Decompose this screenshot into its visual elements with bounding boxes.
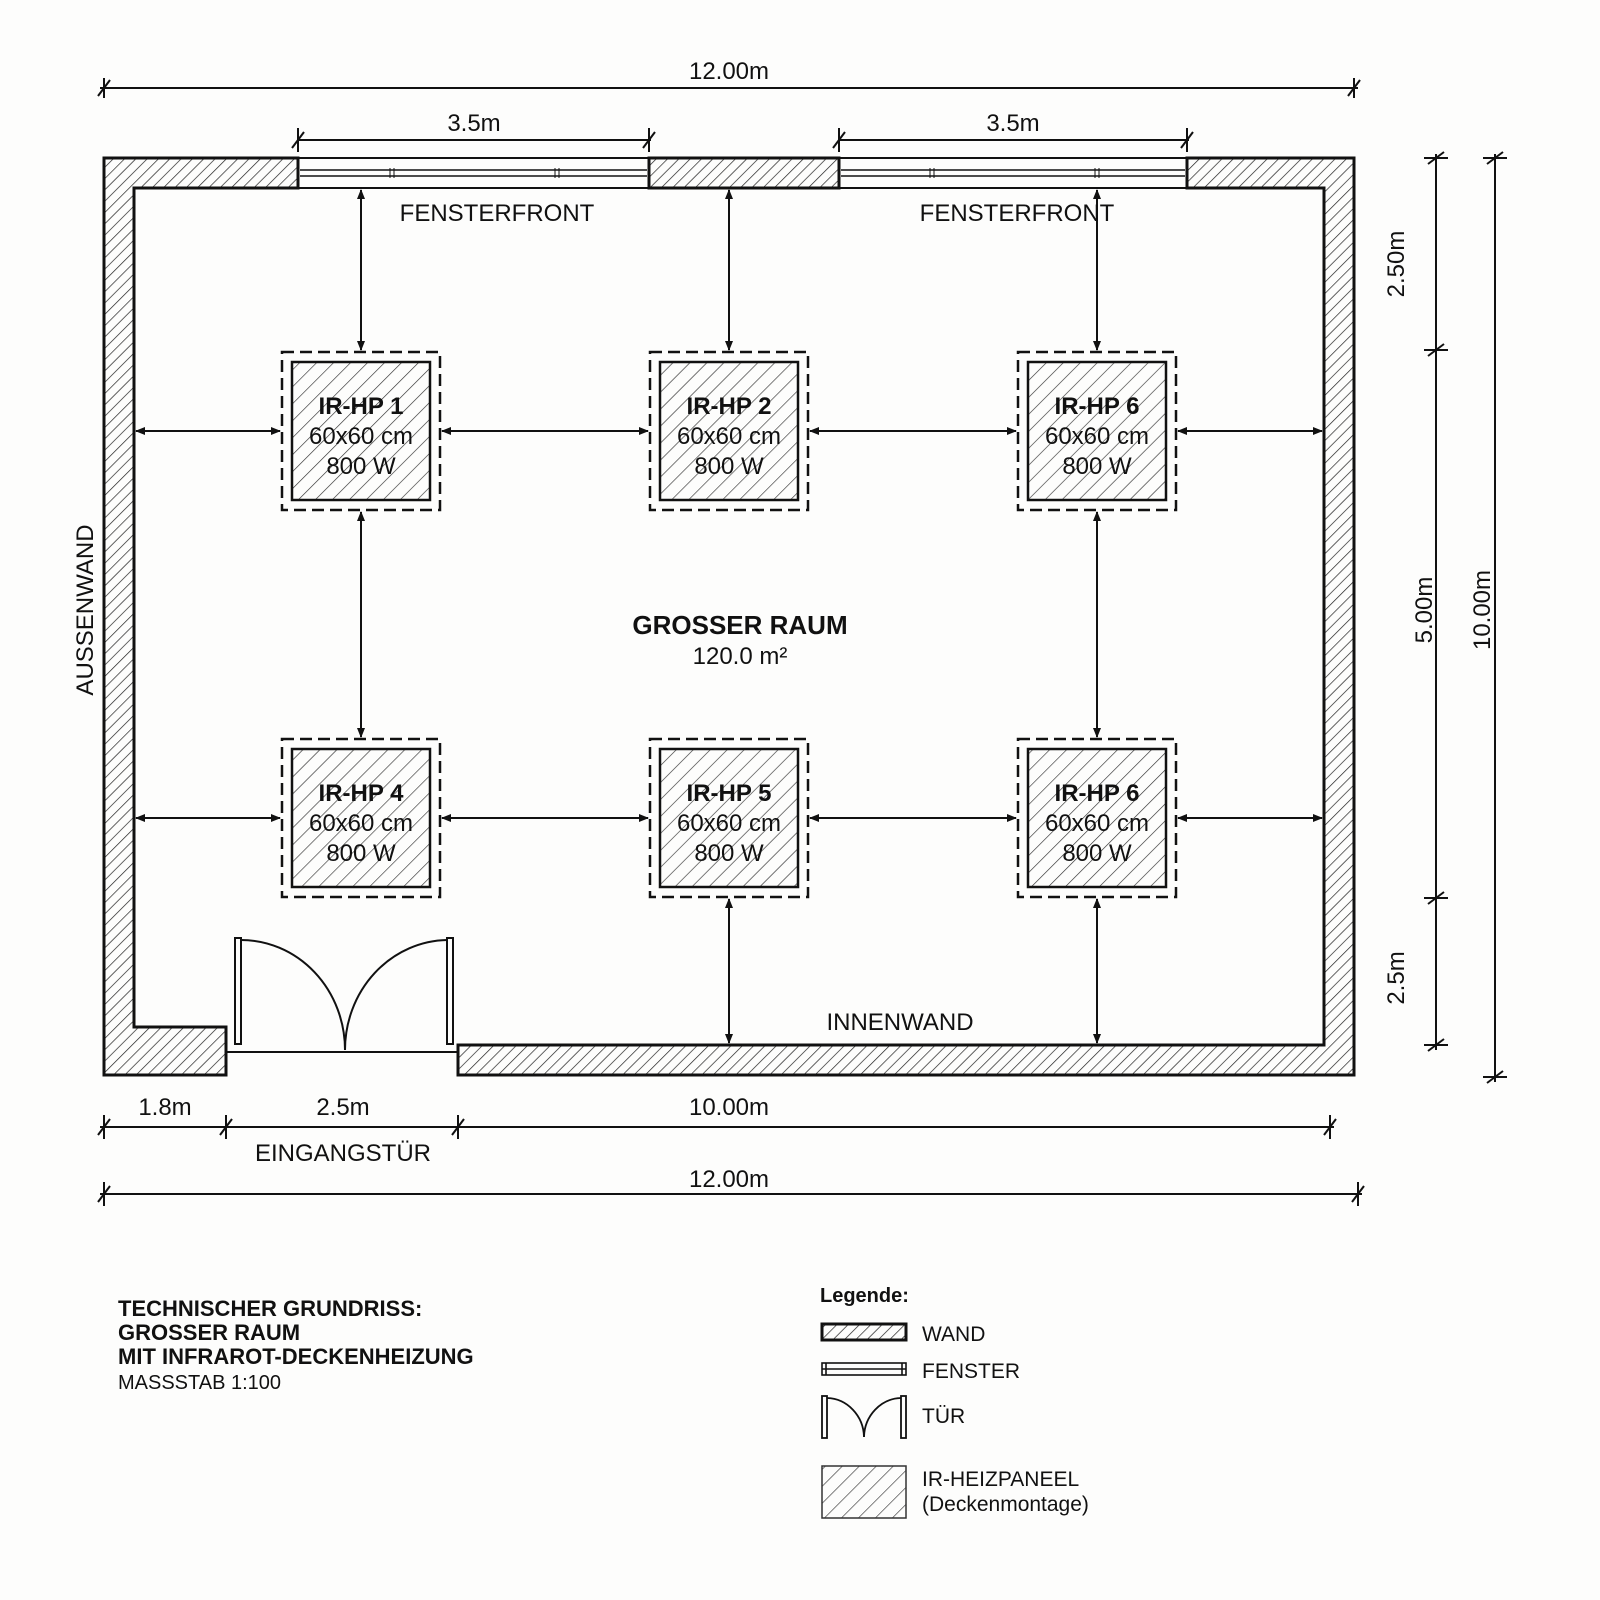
panel-power: 800 W — [694, 453, 764, 480]
title-line-1: TECHNISCHER GRUNDRISS: — [118, 1296, 423, 1321]
dim-top-total: 12.00m — [689, 58, 769, 85]
panel-id: IR-HP 1 — [319, 393, 404, 420]
panel-3 — [1016, 350, 1178, 512]
dimension-lines — [97, 78, 1507, 1206]
wall-top-middle — [647, 156, 841, 190]
panel-id: IR-HP 6 — [1055, 393, 1140, 420]
panel-power: 800 W — [694, 840, 764, 867]
window-right — [838, 157, 1188, 189]
dim-right-bottom: 2.5m — [1383, 951, 1410, 1004]
panel-6 — [1016, 737, 1178, 899]
panel-size: 60x60 cm — [309, 810, 413, 837]
dim-window-right: 3.5m — [986, 110, 1039, 137]
panel-id: IR-HP 6 — [1055, 780, 1140, 807]
panel-size: 60x60 cm — [1045, 810, 1149, 837]
legend-panel-note: (Deckenmontage) — [922, 1493, 1089, 1516]
panel-power: 800 W — [326, 840, 396, 867]
panel-4 — [280, 737, 442, 899]
panel-id: IR-HP 4 — [319, 780, 405, 807]
window-left — [297, 157, 650, 189]
title-line-2: GROSSER RAUM — [118, 1320, 301, 1345]
dim-bottom-left: 1.8m — [138, 1094, 191, 1121]
dim-bottom-door: 2.5m — [316, 1094, 369, 1121]
panel-power: 800 W — [1062, 840, 1132, 867]
legend-door-symbol — [821, 1395, 907, 1439]
legend-item-door: TÜR — [922, 1405, 966, 1428]
legend-item-window: FENSTER — [922, 1360, 1021, 1383]
wall-right-bottom — [456, 156, 1356, 1077]
panel-1 — [280, 350, 442, 512]
dim-right-middle: 5.00m — [1411, 577, 1438, 644]
title-line-3: MIT INFRAROT-DECKENHEIZUNG — [118, 1344, 474, 1369]
label-window-front-right: FENSTERFRONT — [920, 200, 1115, 227]
panel-size: 60x60 cm — [677, 810, 781, 837]
label-inner-wall: INNENWAND — [826, 1009, 973, 1036]
dim-right-top: 2.50m — [1383, 231, 1410, 298]
entrance-door — [226, 937, 458, 1053]
dim-bottom-total: 12.00m — [689, 1166, 769, 1193]
panel-labels: IR-HP 1 60x60 cm 800 W IR-HP 2 60x60 cm … — [309, 393, 1149, 867]
label-entrance-door: EINGANGSTÜR — [255, 1140, 431, 1167]
panel-id: IR-HP 2 — [687, 393, 772, 420]
panel-5 — [648, 737, 810, 899]
dim-window-left: 3.5m — [447, 110, 500, 137]
legend-item-panel: IR-HEIZPANEEL — [922, 1468, 1080, 1491]
room-area: 120.0 m² — [693, 643, 788, 670]
dim-right-total: 10.00m — [1469, 570, 1496, 650]
heating-panels — [280, 350, 1178, 899]
panel-size: 60x60 cm — [309, 423, 413, 450]
panel-size: 60x60 cm — [677, 423, 781, 450]
legend-item-wall: WAND — [922, 1323, 986, 1346]
panel-power: 800 W — [326, 453, 396, 480]
legend-heading: Legende: — [820, 1285, 909, 1307]
panel-size: 60x60 cm — [1045, 423, 1149, 450]
room-name: GROSSER RAUM — [632, 610, 847, 640]
label-outer-wall: AUSSENWAND — [72, 524, 99, 695]
scale-text: MASSSTAB 1:100 — [118, 1372, 282, 1394]
panel-power: 800 W — [1062, 453, 1132, 480]
label-window-front-left: FENSTERFRONT — [400, 200, 595, 227]
panel-id: IR-HP 5 — [687, 780, 772, 807]
panel-2 — [648, 350, 810, 512]
legend-panel-symbol — [821, 1465, 907, 1519]
title-block: TECHNISCHER GRUNDRISS: GROSSER RAUM MIT … — [118, 1297, 474, 1397]
legend: Legende: WAND FENSTER TÜR IR-HEIZPANEEL … — [820, 1285, 1089, 1516]
legend-window-symbol — [821, 1362, 907, 1376]
legend-wall-symbol — [820, 1322, 908, 1342]
spacing-arrows — [135, 189, 1323, 1044]
legend-symbols — [820, 1322, 908, 1519]
wall-outer-left — [102, 156, 300, 1077]
dim-bottom-right: 10.00m — [689, 1094, 769, 1121]
